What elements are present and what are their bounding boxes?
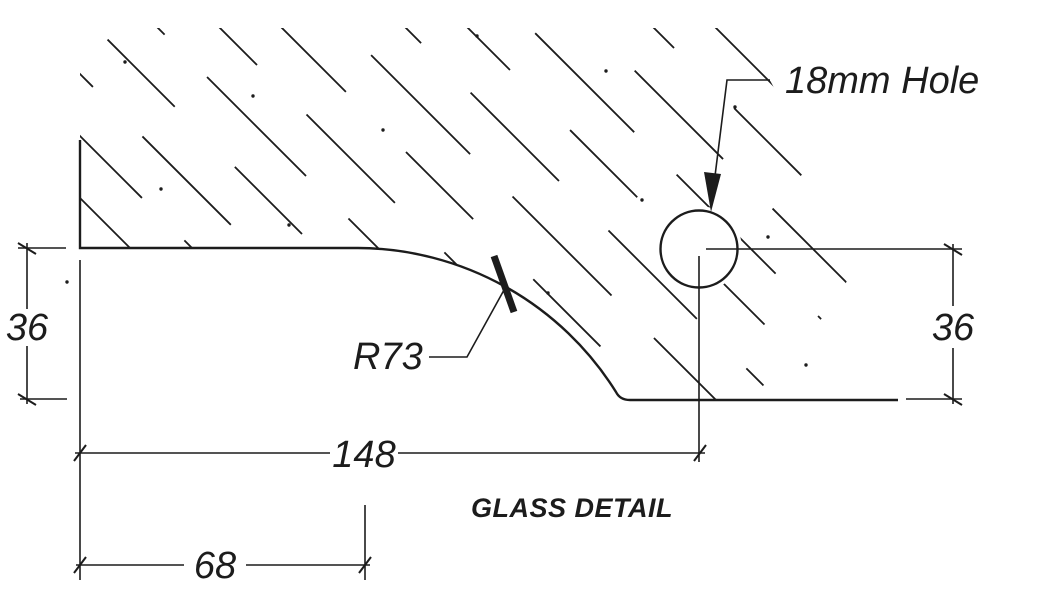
leader-line (711, 79, 770, 201)
leader-arrowhead-icon (704, 172, 721, 212)
hatch-dot (766, 235, 770, 239)
oblique-tick (693, 444, 707, 462)
hole-label: 18mm Hole (785, 60, 979, 102)
leader-line (429, 289, 505, 358)
oblique-tick (73, 556, 87, 574)
hatch-dot (287, 223, 291, 227)
dim-right-value: 36 (932, 307, 975, 349)
dim-148-value: 148 (332, 434, 395, 476)
hatch-dot (546, 291, 550, 295)
drawing-title: GLASS DETAIL (471, 493, 673, 523)
hatch-line (80, 28, 296, 401)
hole-clearance-mask (656, 206, 742, 292)
hatch-dot (475, 34, 479, 38)
oblique-tick (73, 444, 87, 462)
dim-left-value: 36 (6, 307, 49, 349)
oblique-tick (17, 242, 37, 255)
radius-label: R73 (353, 336, 423, 378)
hatch-dot (804, 363, 808, 367)
hatch-line (80, 28, 358, 401)
dim-68-value: 68 (194, 545, 236, 587)
hole-callout: 18mm Hole (704, 60, 979, 212)
dim-left-36: 36 (6, 242, 67, 406)
radius-tick-mark (490, 254, 518, 314)
hatch-dot (640, 198, 644, 202)
hatch-line (80, 28, 482, 401)
oblique-tick (943, 243, 963, 256)
dim-148: 148 (73, 260, 707, 580)
hatch-dot (65, 280, 69, 284)
hatch-line (80, 28, 420, 401)
oblique-tick (943, 393, 963, 406)
dim-right-36: 36 (906, 243, 975, 406)
hatch-line (91, 28, 544, 401)
hatch-dot (251, 94, 255, 98)
oblique-tick (17, 393, 37, 406)
dim-68: 68 (73, 505, 372, 587)
glass-profile-outline (78, 140, 898, 402)
hatch-dot (159, 187, 163, 191)
radius-callout: R73 (353, 254, 518, 378)
hatch-dot (604, 69, 608, 73)
oblique-tick (358, 556, 372, 574)
hatch-line (215, 28, 668, 401)
hatch-dot (381, 128, 385, 132)
hatch-dot (123, 60, 127, 64)
glass-hatch-dots (65, 34, 808, 367)
hatch-dot (733, 105, 737, 109)
